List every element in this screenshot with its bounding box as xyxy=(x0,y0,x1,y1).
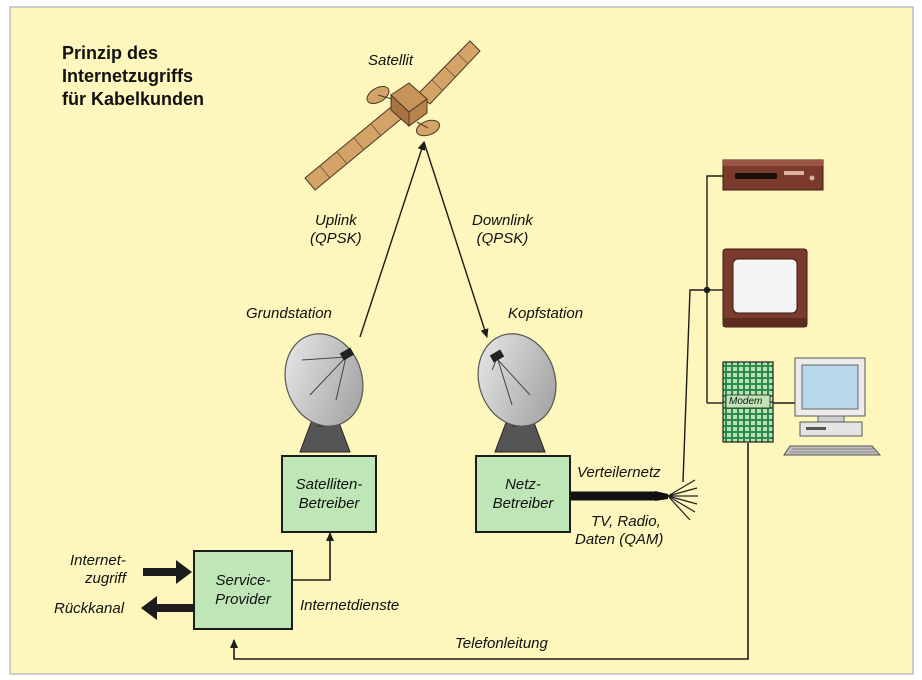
downlink-modulation: (QPSK) xyxy=(476,230,529,247)
tv-radio-label: TV, Radio, xyxy=(591,513,661,530)
uplink-label: Uplink (QPSK) xyxy=(310,212,362,248)
satellite-icon xyxy=(304,40,481,191)
satellite-dish-icon xyxy=(477,333,557,453)
service-provider-box: Service- Provider xyxy=(193,550,293,630)
grundstation-label: Grundstation xyxy=(246,305,332,322)
downlink-label: Downlink (QPSK) xyxy=(472,212,533,248)
rueckkanal-arrow xyxy=(141,596,193,620)
service-provider-line-2: Provider xyxy=(215,591,271,608)
internetdienste-line xyxy=(293,532,334,581)
netz-betreiber-box: Netz- Betreiber xyxy=(475,455,571,533)
satelliten-betreiber-line-1: Satelliten- xyxy=(295,476,363,493)
uplink-text: Uplink xyxy=(315,212,357,229)
kopfstation-label: Kopfstation xyxy=(508,305,584,322)
daten-qam-label: Daten (QAM) xyxy=(575,531,664,548)
satelliten-betreiber-box: Satelliten- Betreiber xyxy=(281,455,377,533)
telefonleitung-label: Telefonleitung xyxy=(455,635,548,652)
service-provider-line-1: Service- xyxy=(215,572,271,589)
netz-betreiber-line-2: Betreiber xyxy=(492,495,554,512)
downlink-arrow xyxy=(423,141,489,338)
internetdienste-label: Internetdienste xyxy=(300,597,400,614)
modem-label: Modem xyxy=(729,396,763,407)
title-line-2: Internetzugriffs xyxy=(62,66,194,86)
video-recorder-icon xyxy=(722,159,824,191)
satellite-dish-icon xyxy=(284,333,364,453)
satelliten-betreiber-line-2: Betreiber xyxy=(298,495,360,512)
internetzugriff-line-1: Internet- xyxy=(70,552,126,569)
uplink-arrow xyxy=(359,141,426,338)
downlink-text: Downlink xyxy=(472,212,533,229)
computer-icon xyxy=(783,357,882,456)
television-icon xyxy=(722,248,808,328)
title-line-3: für Kabelkunden xyxy=(62,89,205,109)
diagram-frame xyxy=(9,6,914,675)
verteilernetz-label: Verteilernetz xyxy=(577,464,661,481)
title-line-1: Prinzip des xyxy=(62,43,159,63)
internetzugriff-arrow xyxy=(143,560,192,584)
telefonleitung-line xyxy=(230,443,749,660)
netz-betreiber-line-1: Netz- xyxy=(505,476,541,493)
uplink-modulation: (QPSK) xyxy=(310,230,362,247)
cable-modem-icon xyxy=(722,361,774,443)
rueckkanal-label: Rückkanal xyxy=(54,600,125,617)
satellit-label: Satellit xyxy=(368,52,414,69)
internetzugriff-line-2: zugriff xyxy=(85,570,126,587)
internetzugriff-label: Internet- zugriff xyxy=(70,552,126,588)
diagram-title: Prinzip des Internetzugriffs für Kabelku… xyxy=(62,42,204,111)
